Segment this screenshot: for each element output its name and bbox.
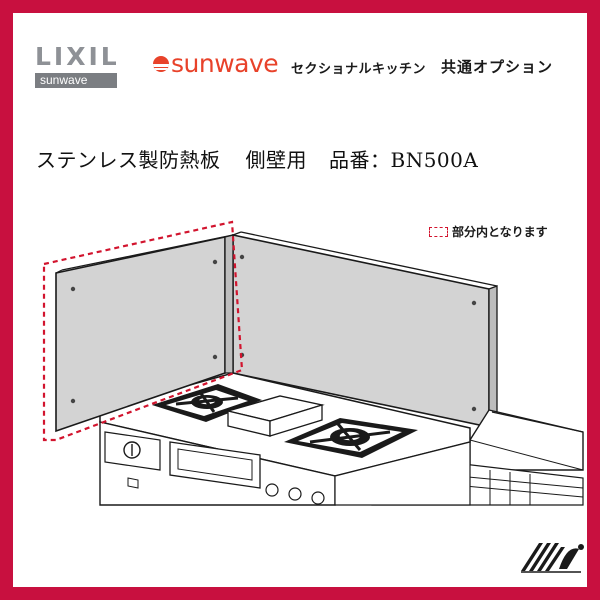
legend-label: 部分内となります bbox=[452, 225, 548, 239]
lixil-logo: LIXIL sunwave bbox=[35, 43, 117, 88]
gas-cooktop-icon bbox=[99, 372, 471, 506]
dashed-outline-swatch-icon bbox=[429, 227, 448, 237]
lixil-wordmark: LIXIL bbox=[35, 42, 120, 71]
legend: 部分内となります bbox=[429, 223, 548, 240]
product-illustration bbox=[42, 220, 584, 506]
product-title: ステンレス製防熱板側壁用品番：BN500A bbox=[36, 144, 478, 173]
product-name: ステンレス製防熱板 bbox=[36, 148, 221, 172]
option-label: 共通オプション bbox=[441, 58, 554, 76]
grill-lid-icon bbox=[225, 395, 325, 437]
product-usage: 側壁用 bbox=[245, 148, 307, 172]
sunwave-wordmark: sunwave bbox=[171, 49, 279, 78]
part-number-label: 品番： bbox=[329, 148, 391, 172]
burner-left-icon bbox=[152, 384, 262, 422]
sunwave-wave-icon bbox=[153, 56, 169, 72]
burner-right-icon bbox=[284, 418, 418, 458]
lixil-sub-brand: sunwave bbox=[35, 73, 117, 88]
series-name: セクショナルキッチン bbox=[291, 62, 427, 77]
makers-mark-icon bbox=[521, 543, 584, 573]
part-number: BN500A bbox=[390, 148, 479, 172]
side-heat-shield-panel-icon bbox=[55, 234, 234, 433]
